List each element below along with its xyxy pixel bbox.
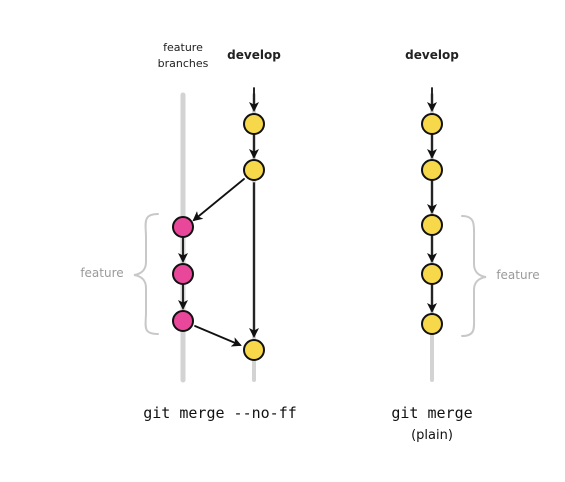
develop-commit: [243, 159, 265, 181]
feature-brace-right: [461, 215, 487, 337]
git-merge-no-ff-command: git merge --no-ff: [143, 404, 297, 422]
develop-label-right: develop: [405, 48, 459, 62]
feature-label-right: feature: [496, 268, 540, 282]
feature-branches-line2: branches: [157, 57, 209, 70]
develop-label-left: develop: [227, 48, 281, 62]
plain-develop-commit: [421, 214, 443, 236]
feature-branches-label: feature branches: [148, 40, 218, 72]
plain-develop-commit: [421, 159, 443, 181]
feature-commit: [172, 216, 194, 238]
arrow-develop-to-feature: [192, 178, 245, 222]
plain-note: (plain): [411, 428, 453, 443]
feature-commit: [172, 263, 194, 285]
arrow-feature-to-merge: [194, 325, 242, 347]
plain-develop-commit: [421, 313, 443, 335]
feature-branches-line1: feature: [163, 41, 203, 54]
feature-label-left: feature: [80, 266, 124, 280]
plain-develop-commit: [421, 263, 443, 285]
plain-develop-commit: [421, 113, 443, 135]
feature-brace-left: [133, 213, 159, 335]
develop-commit: [243, 113, 265, 135]
noff-arrows: [178, 87, 259, 347]
feature-commit: [172, 310, 194, 332]
merge-commit: [243, 339, 265, 361]
git-merge-command: git merge: [391, 404, 473, 422]
